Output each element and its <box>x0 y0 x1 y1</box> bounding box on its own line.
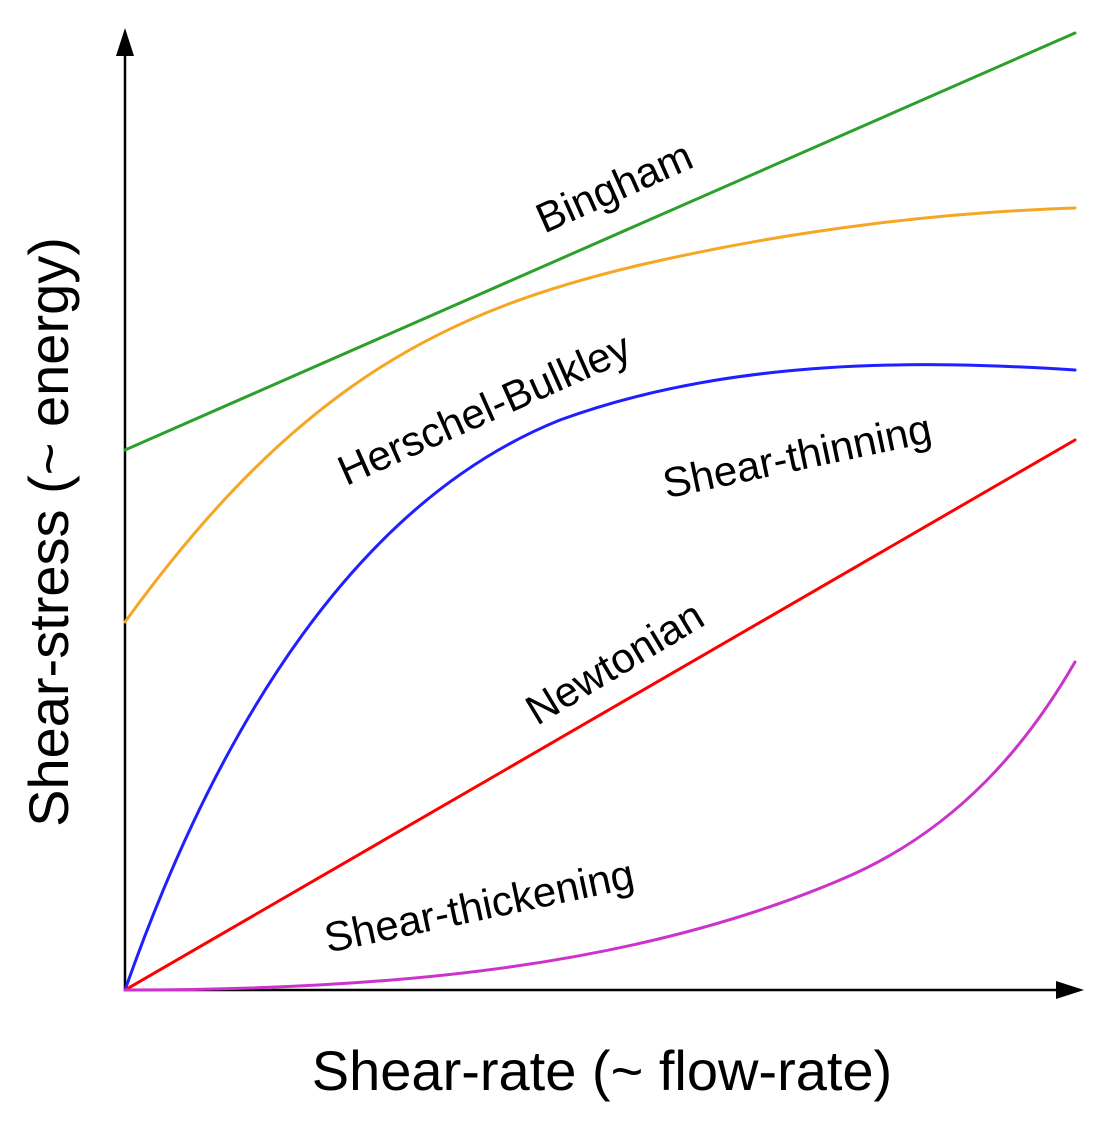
newtonian-label: Newtonian <box>517 591 711 734</box>
bingham-curve <box>123 31 1077 452</box>
x-axis-title: Shear-rate (~ flow-rate) <box>312 1039 892 1102</box>
shear-thinning-curve <box>123 363 1077 992</box>
newtonian-curve <box>123 438 1077 992</box>
herschel-bulkley-curve <box>123 206 1077 624</box>
shear-thickening-label: Shear-thickening <box>320 850 638 962</box>
shear-thickening-curve <box>123 660 1077 992</box>
x-axis-arrow <box>1056 981 1084 999</box>
y-axis-title: Shear-stress (~ energy) <box>17 237 80 827</box>
shear-thinning-label: Shear-thinning <box>658 404 935 507</box>
y-axis-arrow <box>116 28 134 56</box>
bingham-label: Bingham <box>529 132 700 242</box>
